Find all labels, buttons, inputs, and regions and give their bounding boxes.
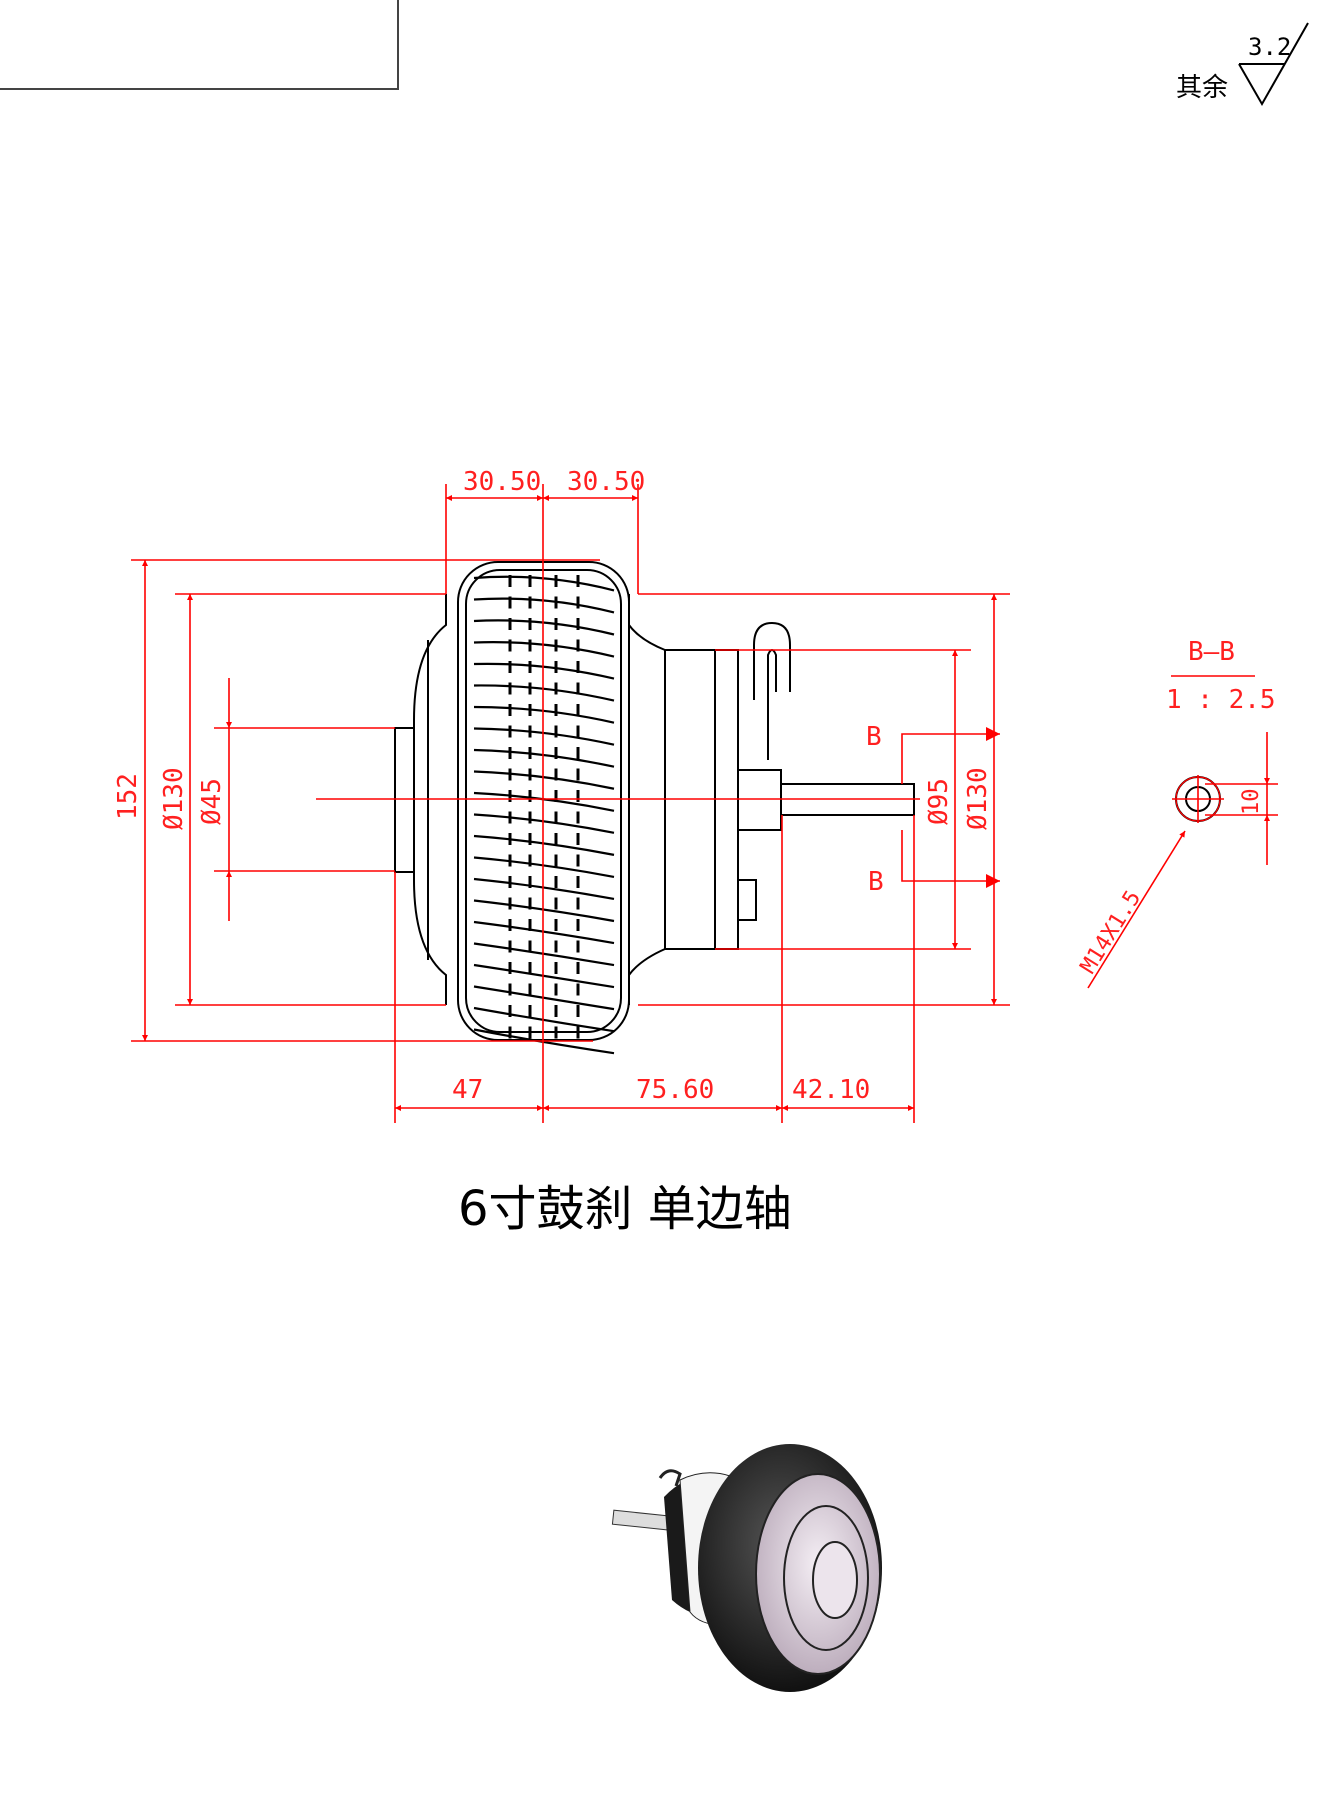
dim-hub-to-center: 47 — [452, 1075, 483, 1105]
section-scale: 1 : 2.5 — [1166, 685, 1276, 715]
dim-shaft-length: 42.10 — [792, 1075, 870, 1105]
dimensions: 30.50 30.50 152 Ø130 Ø45 Ø95 Ø130 B B — [113, 467, 1010, 1123]
roughness-icon — [1238, 22, 1309, 107]
tire-tread — [473, 575, 615, 1055]
dim-tire-half-left: 30.50 — [463, 467, 541, 497]
dim-center-to-flange: 75.60 — [636, 1075, 714, 1105]
section-label: B—B — [1188, 637, 1235, 667]
brake-hook — [753, 621, 791, 760]
surface-finish-symbol: 其余 3.2 — [1176, 22, 1309, 107]
dim-flange-diameter: Ø95 — [924, 778, 954, 825]
surface-finish-label: 其余 — [1176, 73, 1228, 103]
wheel-side-view — [394, 561, 915, 1055]
wheel-3d-render — [611, 1444, 882, 1692]
dim-right-body-diameter: Ø130 — [963, 767, 993, 830]
drawing-title: 6寸鼓刹 单边轴 — [458, 1181, 792, 1237]
surface-finish-value: 3.2 — [1248, 33, 1291, 61]
dim-thread: M14X1.5 — [1076, 886, 1146, 978]
dim-hub-diameter: Ø45 — [197, 778, 227, 825]
dim-overall-diameter: 152 — [113, 773, 143, 820]
section-marker-top: B — [866, 722, 882, 752]
title-block-frame — [0, 0, 399, 90]
section-b-b: B—B 1 : 2.5 10 M14X1.5 — [1076, 637, 1278, 989]
dim-left-body-diameter: Ø130 — [159, 767, 189, 830]
dim-flat-width: 10 — [1239, 789, 1264, 816]
section-marker-bottom: B — [868, 867, 884, 897]
dim-tire-half-right: 30.50 — [567, 467, 645, 497]
